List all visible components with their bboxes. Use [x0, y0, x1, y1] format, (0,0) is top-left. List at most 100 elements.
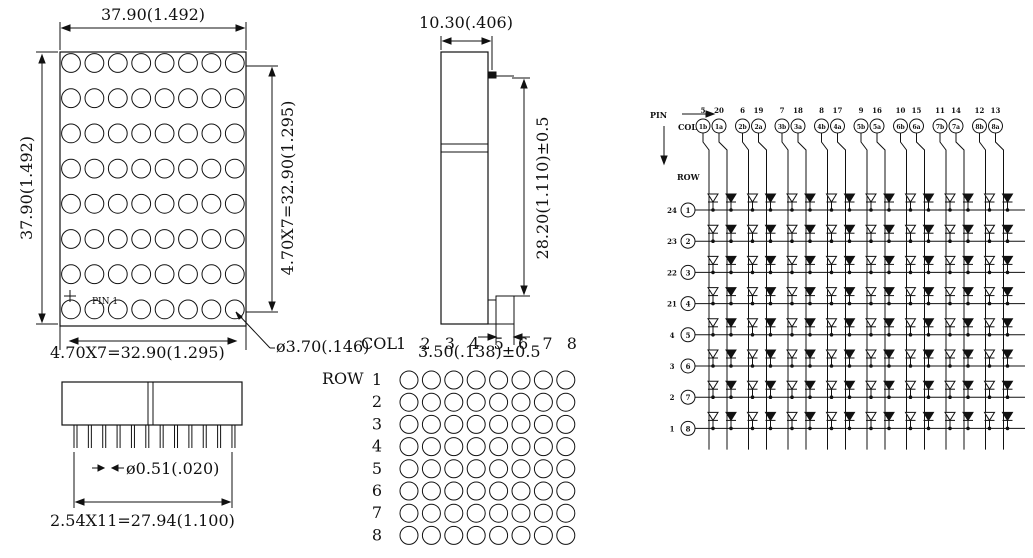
schematic-led-open [983, 349, 996, 359]
schematic-col-wire-b [718, 133, 728, 450]
front-dot [61, 88, 81, 109]
matrix-dot [511, 414, 531, 434]
front-dot [107, 229, 128, 249]
schematic-node [948, 301, 952, 306]
front-dot [84, 53, 105, 73]
schematic-led-filled [1001, 349, 1014, 359]
schematic-node [1005, 364, 1010, 368]
schematic-node [869, 364, 873, 368]
schematic-node [987, 395, 992, 400]
front-dot [201, 299, 222, 320]
schematic-led-filled [922, 349, 935, 359]
schematic-node [829, 364, 834, 368]
matrix-dot [533, 370, 553, 390]
schematic-col-pin-bottom: 15 [912, 106, 922, 115]
schematic-node [711, 301, 715, 306]
schematic-col-id-a: 6b [896, 124, 904, 131]
schematic-led-open [707, 318, 719, 328]
schematic-led-filled [804, 255, 816, 266]
schematic-node [847, 270, 852, 275]
schematic-col-pin-top: 12 [975, 106, 985, 115]
front-dot [131, 53, 152, 73]
schematic-led-filled [764, 224, 777, 235]
matrix-dot [556, 392, 576, 412]
schematic-led-filled [843, 193, 856, 203]
schematic-row-pin: 2 [670, 393, 675, 402]
schematic-led-open [786, 380, 798, 391]
schematic-led-open [983, 224, 996, 235]
schematic-led-open [865, 411, 877, 422]
schematic-node [790, 270, 794, 275]
schematic-node [987, 301, 992, 306]
front-dot [131, 158, 152, 179]
schematic-col-wire-a [781, 133, 789, 450]
front-dot [178, 193, 198, 214]
schematic-led-filled [1001, 287, 1014, 297]
front-view [36, 22, 278, 350]
matrix-dot [421, 392, 441, 412]
matrix-dot [556, 414, 576, 434]
schematic-node [790, 239, 794, 243]
schematic-node [1005, 208, 1010, 212]
schematic-node [750, 364, 755, 368]
schematic-col-id-a: 5b [857, 124, 865, 131]
schematic-led-filled [725, 318, 737, 328]
schematic-col-pin-top: 9 [859, 106, 864, 115]
schematic-led-filled [725, 255, 737, 266]
front-dot [107, 158, 128, 179]
matrix-dot [556, 437, 576, 457]
schematic-led-filled [843, 224, 856, 235]
schematic-node [790, 333, 794, 337]
schematic-node [908, 270, 913, 275]
schematic-led-open [904, 318, 917, 328]
bottom-view-pins [73, 425, 236, 448]
schematic-node [948, 395, 952, 400]
schematic-led-open [746, 411, 759, 422]
schematic-node [887, 364, 891, 368]
matrix-dot [489, 392, 509, 412]
schematic-led-filled [922, 224, 935, 235]
schematic-col-wire-a [860, 133, 868, 450]
matrix-col-number: 7 [542, 334, 552, 353]
matrix-dot [533, 437, 553, 457]
schematic-node [926, 270, 931, 275]
matrix-dot [556, 459, 576, 479]
schematic-led-filled [843, 255, 856, 266]
schematic-led-open [746, 318, 759, 328]
schematic-node [729, 395, 733, 400]
front-dot [131, 299, 152, 320]
schematic-led-filled [922, 380, 935, 391]
schematic-row-pin: 21 [667, 300, 677, 309]
schematic-node [711, 364, 715, 368]
schematic-led-filled [1001, 193, 1014, 203]
schematic-node [948, 333, 952, 337]
schematic-col-pin-top: 8 [819, 106, 824, 115]
front-dot [178, 299, 198, 320]
schematic-node [887, 333, 891, 337]
schematic-led-filled [922, 318, 935, 328]
matrix-row-label: ROW [322, 369, 364, 388]
schematic-led-filled [725, 411, 737, 422]
schematic-node [750, 333, 755, 337]
schematic-node [869, 239, 873, 243]
schematic-led-open [865, 193, 877, 203]
matrix-row-number: 1 [372, 370, 382, 389]
schematic-node [729, 333, 733, 337]
schematic-node [869, 208, 873, 212]
schematic-col-id-b: 4a [833, 124, 841, 131]
schematic-led-open [904, 193, 917, 203]
matrix-dot [533, 459, 553, 479]
schematic-led-filled [764, 287, 777, 297]
schematic-node [768, 364, 773, 368]
schematic-led-filled [883, 255, 895, 266]
matrix-dot [533, 503, 553, 523]
bottom-pin-span-label: 2.54X11=27.94(1.100) [50, 511, 235, 530]
schematic-node [847, 364, 852, 368]
matrix-dot [421, 459, 441, 479]
matrix-dot [444, 525, 464, 545]
schematic-node [768, 208, 773, 212]
schematic-col-id-b: 3a [794, 124, 802, 131]
schematic-node [711, 208, 715, 212]
front-dot [178, 123, 198, 144]
